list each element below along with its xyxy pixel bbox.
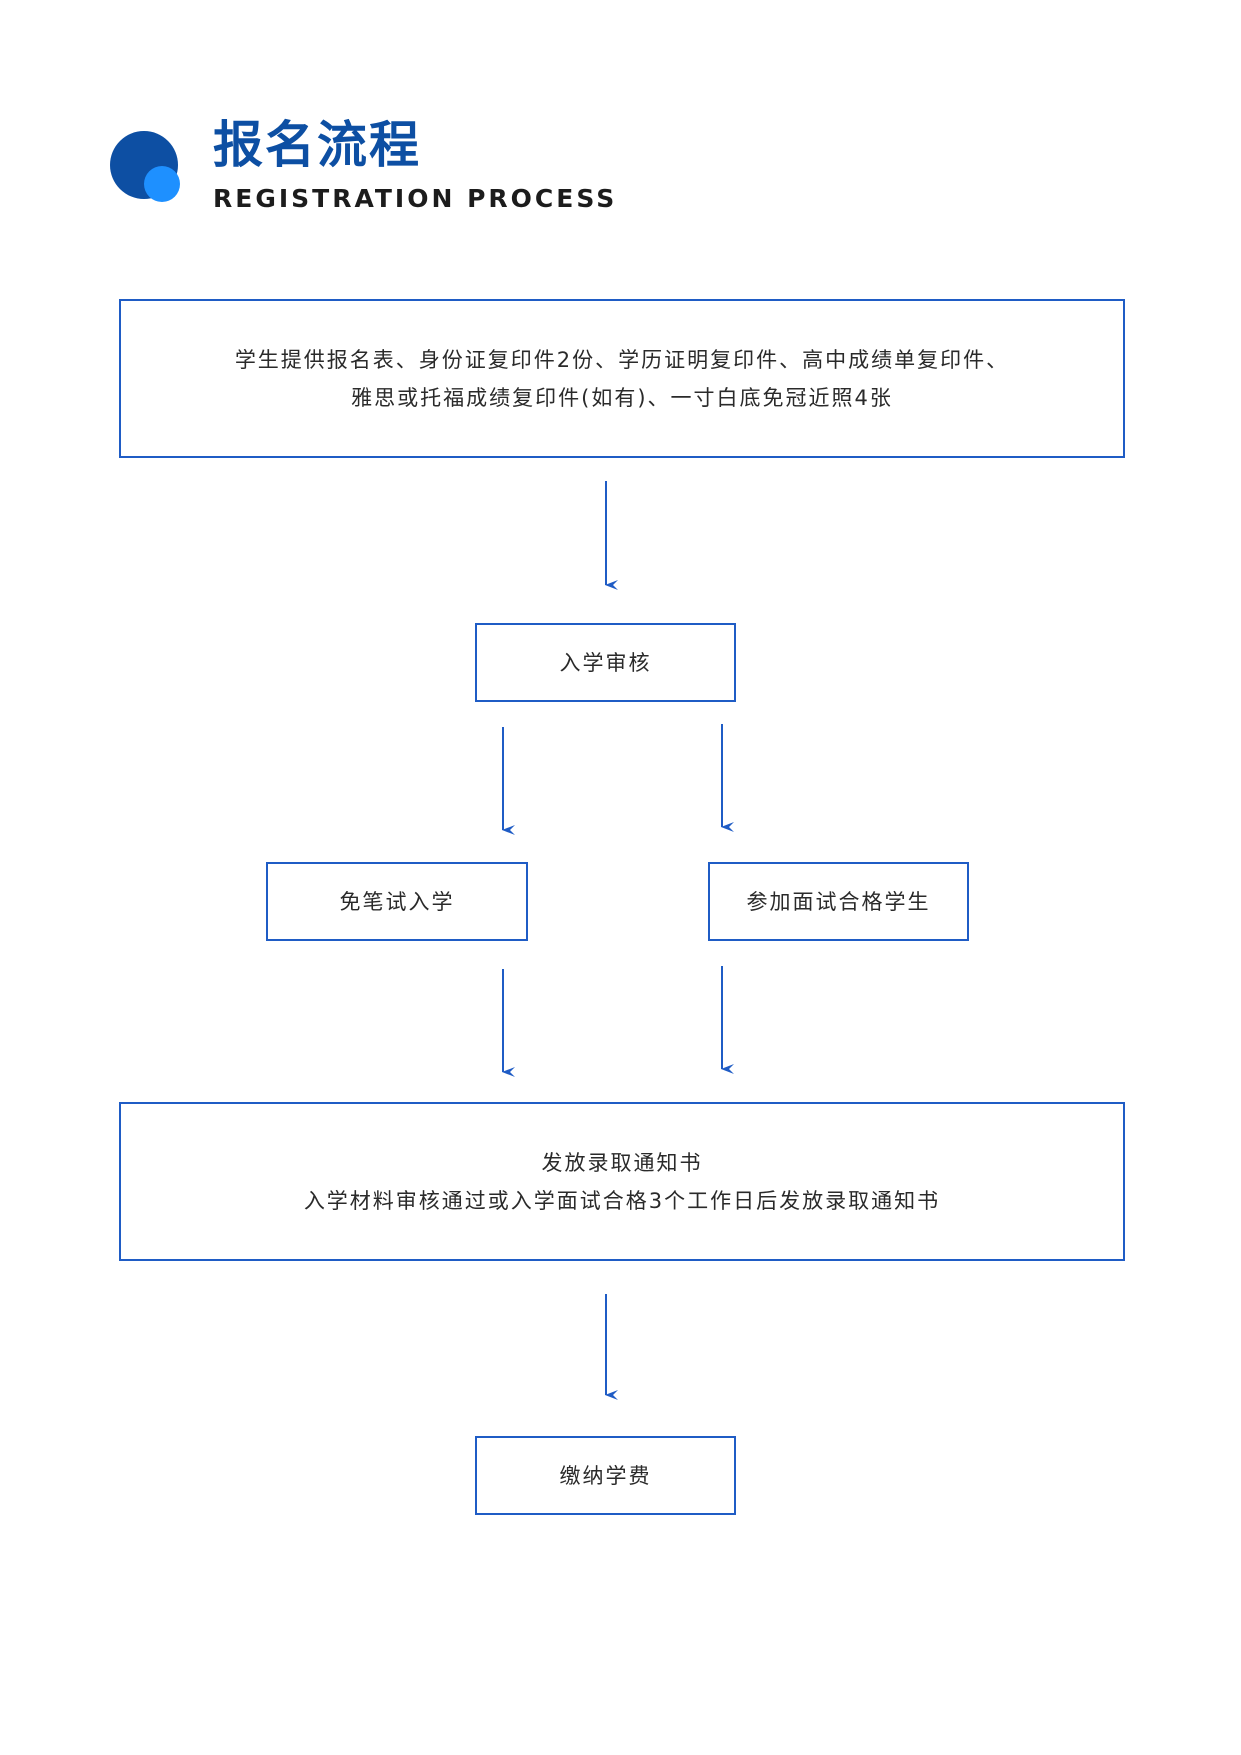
admission-review-box: 入学审核 (475, 623, 736, 702)
admission-notice-title: 发放录取通知书 (541, 1150, 703, 1175)
required-documents-line-2: 雅思或托福成绩复印件(如有)、一寸白底免冠近照4张 (351, 385, 893, 410)
pay-tuition-label: 缴纳学费 (559, 1463, 652, 1488)
exam-exempt-box: 免笔试入学 (266, 862, 528, 941)
required-documents-line-1: 学生提供报名表、身份证复印件2份、学历证明复印件、高中成绩单复印件、 (234, 347, 1010, 372)
interview-pass-label: 参加面试合格学生 (746, 889, 931, 914)
admission-notice-box: 发放录取通知书 入学材料审核通过或入学面试合格3个工作日后发放录取通知书 (119, 1102, 1125, 1261)
pay-tuition-box: 缴纳学费 (475, 1436, 736, 1515)
admission-notice-detail: 入学材料审核通过或入学面试合格3个工作日后发放录取通知书 (303, 1188, 941, 1213)
page-subtitle: REGISTRATION PROCESS (213, 184, 618, 213)
logo-icon (110, 131, 180, 202)
required-documents-box: 学生提供报名表、身份证复印件2份、学历证明复印件、高中成绩单复印件、 雅思或托福… (119, 299, 1125, 458)
admission-review-label: 入学审核 (559, 650, 652, 675)
page-title: 报名流程 (213, 116, 421, 174)
exam-exempt-label: 免笔试入学 (339, 889, 455, 914)
interview-pass-box: 参加面试合格学生 (708, 862, 969, 941)
